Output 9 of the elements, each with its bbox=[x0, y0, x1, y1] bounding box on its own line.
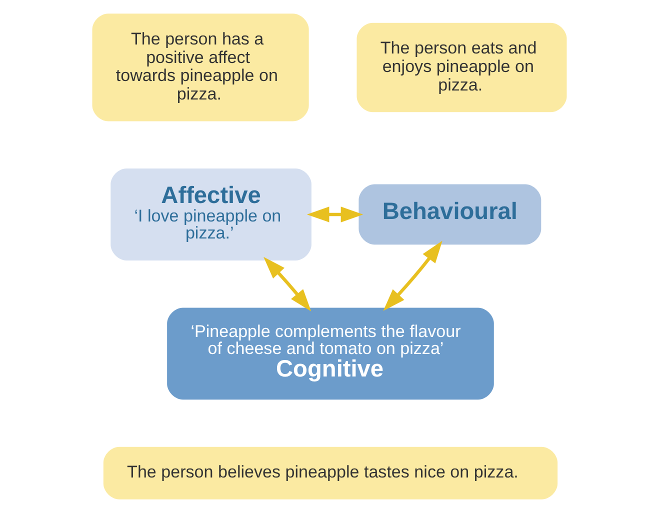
node-box: Behavioural bbox=[358, 184, 542, 245]
arrow bbox=[306, 206, 364, 222]
node-box: The person has a positive affect towards pineapple on pizza. bbox=[92, 14, 309, 122]
node-box: The person eats and enjoys pineapple on pizza. bbox=[356, 22, 567, 112]
arrow bbox=[264, 256, 312, 312]
node-box: ‘Pineapple complements the flavour of cheese and tomato on pizza’ Cognitive bbox=[167, 308, 494, 400]
node-box: The person believes pineapple tastes nice on pizza. bbox=[103, 446, 558, 500]
node-box: Affective ‘I love pineapple on pizza.’ bbox=[110, 168, 312, 260]
arrow bbox=[383, 240, 442, 311]
